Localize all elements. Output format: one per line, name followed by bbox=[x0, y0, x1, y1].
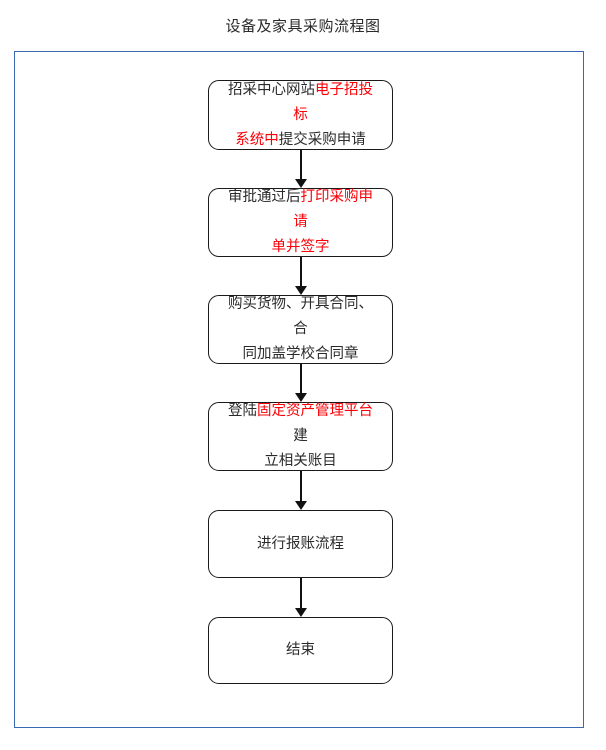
flow-node-4-text: 登陆固定资产管理平台建立相关账目 bbox=[221, 399, 380, 474]
arrow-stem bbox=[299, 471, 302, 502]
normal-text: 进行报账流程 bbox=[257, 535, 344, 552]
normal-text: 立相关账目 bbox=[264, 453, 337, 469]
flow-node-4[interactable]: 登陆固定资产管理平台建立相关账目 bbox=[208, 402, 393, 471]
flow-arrow-1 bbox=[295, 150, 307, 188]
flow-node-5-text: 进行报账流程 bbox=[221, 532, 380, 557]
flow-arrow-3 bbox=[295, 364, 307, 402]
node-text-line: 立相关账目 bbox=[221, 449, 380, 474]
arrow-stem bbox=[299, 578, 302, 609]
page-title: 设备及家具采购流程图 bbox=[225, 18, 381, 35]
arrow-stem bbox=[299, 364, 302, 394]
flow-node-6[interactable]: 结束 bbox=[208, 617, 393, 684]
arrow-head-icon bbox=[295, 608, 307, 617]
highlight-text: 打印采购申请 bbox=[293, 189, 373, 230]
node-text-line: 登陆固定资产管理平台建 bbox=[221, 399, 380, 449]
flow-node-1-text: 招采中心网站电子招投标系统中提交采购申请 bbox=[221, 78, 380, 153]
flow-node-2[interactable]: 审批通过后打印采购申请单并签字 bbox=[208, 188, 393, 257]
node-text-line: 审批通过后打印采购申请 bbox=[221, 185, 380, 235]
highlight-text: 单并签字 bbox=[271, 239, 330, 255]
node-text-line: 购买货物、开具合同、合 bbox=[221, 292, 380, 342]
normal-text: 建 bbox=[293, 428, 308, 444]
diagram-frame bbox=[14, 51, 584, 728]
arrow-head-icon bbox=[295, 393, 307, 402]
normal-text: 购买货物、开具合同、合 bbox=[228, 296, 373, 337]
flow-node-1[interactable]: 招采中心网站电子招投标系统中提交采购申请 bbox=[208, 80, 393, 150]
flow-arrow-5 bbox=[295, 578, 307, 617]
arrow-stem bbox=[299, 150, 302, 180]
arrow-head-icon bbox=[295, 501, 307, 510]
flow-node-2-text: 审批通过后打印采购申请单并签字 bbox=[221, 185, 380, 260]
flow-arrow-2 bbox=[295, 257, 307, 295]
normal-text: 同加盖学校合同章 bbox=[242, 346, 359, 362]
normal-text: 招采中心网站 bbox=[228, 81, 315, 98]
normal-text: 登陆 bbox=[228, 403, 257, 419]
flow-node-3-text: 购买货物、开具合同、合同加盖学校合同章 bbox=[221, 292, 380, 367]
normal-text: 提交采购申请 bbox=[278, 131, 366, 148]
highlight-text: 电子招投标 bbox=[293, 81, 373, 123]
arrow-stem bbox=[299, 257, 302, 287]
node-text-line: 系统中提交采购申请 bbox=[221, 128, 380, 153]
highlight-text: 系统中 bbox=[235, 131, 279, 148]
node-text-line: 招采中心网站电子招投标 bbox=[221, 78, 380, 128]
node-text-line: 单并签字 bbox=[221, 235, 380, 260]
flow-node-5[interactable]: 进行报账流程 bbox=[208, 510, 393, 578]
normal-text: 结束 bbox=[286, 642, 315, 658]
normal-text: 审批通过后 bbox=[228, 189, 301, 205]
arrow-head-icon bbox=[295, 179, 307, 188]
arrow-head-icon bbox=[295, 286, 307, 295]
node-text-line: 同加盖学校合同章 bbox=[221, 342, 380, 367]
flow-node-6-text: 结束 bbox=[221, 638, 380, 663]
flow-arrow-4 bbox=[295, 471, 307, 510]
highlight-text: 固定资产管理平台 bbox=[257, 403, 373, 419]
node-text-line: 结束 bbox=[221, 638, 380, 663]
flow-node-3[interactable]: 购买货物、开具合同、合同加盖学校合同章 bbox=[208, 295, 393, 364]
node-text-line: 进行报账流程 bbox=[221, 532, 380, 557]
